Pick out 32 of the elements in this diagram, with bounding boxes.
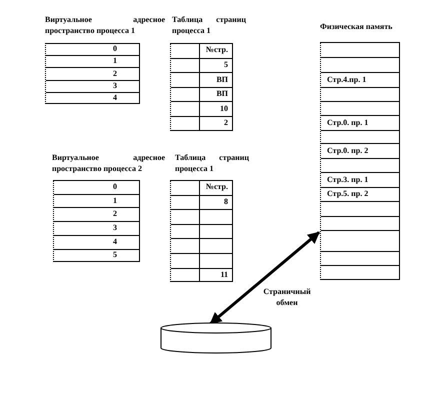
cell-text: 10: [220, 104, 228, 114]
cell-text: Стр.0. пр. 2: [327, 146, 368, 156]
cell-text: 2: [113, 68, 117, 78]
cell-text: 5: [113, 250, 117, 260]
cell-text: Стр.4.пр. 1: [327, 74, 366, 84]
table-heading: Виртуальное адресное пространство процесса 2: [52, 152, 165, 174]
cell-text: 0: [113, 44, 117, 54]
cell-text: 3: [113, 222, 117, 233]
cell-text: 1: [113, 56, 117, 66]
cell-text: 8: [224, 196, 228, 207]
cell-text: 4: [113, 236, 117, 247]
cell-text: Стр.5. пр. 2: [327, 189, 368, 199]
cell-text: 3: [113, 80, 117, 91]
table-heading: Таблица страниц процесса 1: [175, 152, 249, 174]
cell-text: 4: [113, 92, 117, 103]
table-heading: Таблица страниц процесса 1: [172, 14, 246, 36]
cell-text: 5: [224, 60, 228, 70]
cell-text: 11: [220, 270, 228, 280]
edge-label: Страничный обмен: [262, 286, 312, 308]
table-heading: Виртуальное адресное пространство процесса 1: [45, 14, 165, 36]
cell-text: 1: [113, 196, 117, 206]
cell-text: 0: [113, 182, 117, 192]
cell-text: 2: [224, 118, 228, 128]
table-heading: Физическая память: [320, 22, 392, 32]
cell-text: Стр.3. пр. 1: [327, 174, 368, 184]
cell-text: №стр.: [206, 45, 228, 56]
cell-text: №стр.: [206, 182, 228, 192]
cell-text: ВП: [216, 74, 228, 84]
arrow: [210, 231, 320, 325]
cell-text: Стр.0. пр. 1: [327, 118, 368, 128]
cell-text: ВП: [216, 89, 228, 100]
cell-text: 2: [113, 209, 117, 220]
